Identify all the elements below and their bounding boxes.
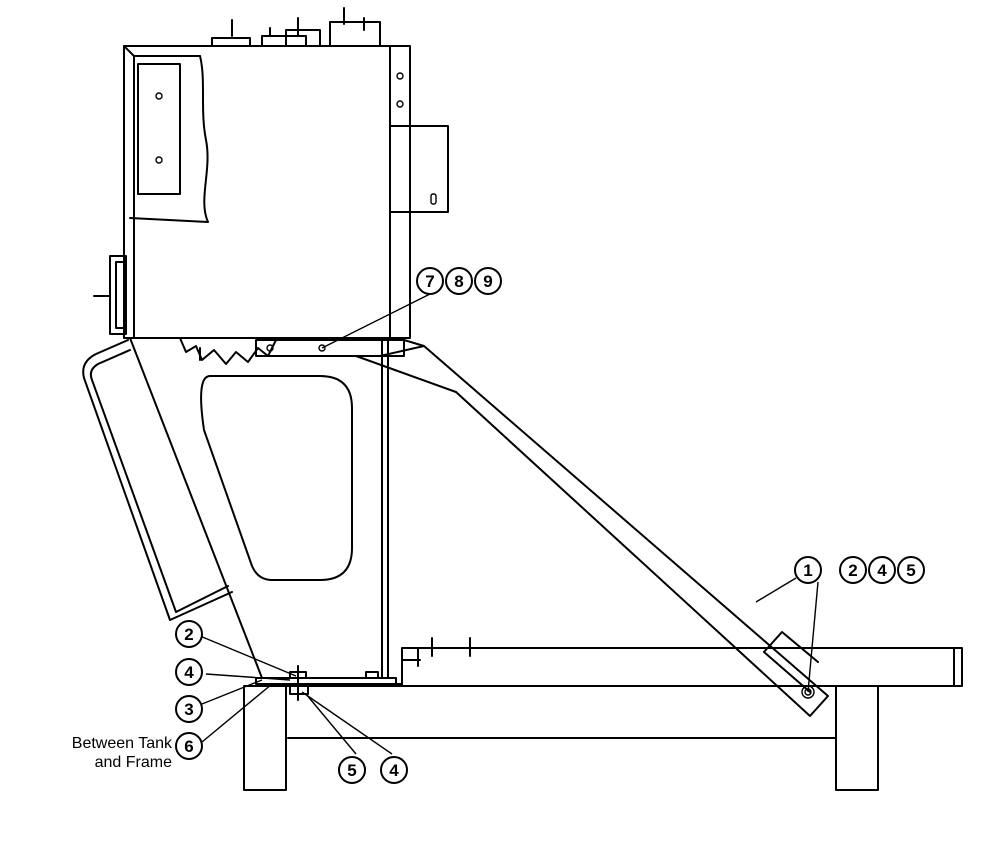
callout-2-brace-end: 2 xyxy=(839,556,867,584)
callout-7: 7 xyxy=(416,267,444,295)
svg-text:2: 2 xyxy=(848,561,857,580)
callout-5-bottom: 5 xyxy=(338,756,366,784)
frame xyxy=(243,637,963,791)
svg-text:9: 9 xyxy=(483,272,492,291)
leader-lines xyxy=(199,293,819,755)
svg-text:7: 7 xyxy=(425,272,434,291)
callout-3-left: 3 xyxy=(175,695,203,723)
note-line-2: and Frame xyxy=(95,754,172,771)
callout-2-left: 2 xyxy=(175,620,203,648)
svg-text:4: 4 xyxy=(389,761,399,780)
svg-text:2: 2 xyxy=(184,625,193,644)
callout-1: 1 xyxy=(794,556,822,584)
top-fittings xyxy=(211,7,381,47)
svg-text:3: 3 xyxy=(184,700,193,719)
svg-text:1: 1 xyxy=(803,561,812,580)
callout-5-brace-end: 5 xyxy=(897,556,925,584)
callout-6-left: 6 xyxy=(175,732,203,760)
callout-9: 9 xyxy=(474,267,502,295)
note-line-1: Between Tank xyxy=(72,735,173,752)
upper-housing xyxy=(93,7,449,339)
callout-4-brace-end: 4 xyxy=(868,556,896,584)
callout-4-bottom: 4 xyxy=(380,756,408,784)
svg-text:5: 5 xyxy=(347,761,356,780)
brace xyxy=(255,339,829,717)
callout-4-left: 4 xyxy=(175,658,203,686)
svg-text:4: 4 xyxy=(184,663,194,682)
svg-text:4: 4 xyxy=(877,561,887,580)
callout-8: 8 xyxy=(445,267,473,295)
tank xyxy=(82,337,397,685)
svg-text:8: 8 xyxy=(454,272,463,291)
hardware xyxy=(289,665,309,701)
svg-text:5: 5 xyxy=(906,561,915,580)
svg-text:6: 6 xyxy=(184,737,193,756)
